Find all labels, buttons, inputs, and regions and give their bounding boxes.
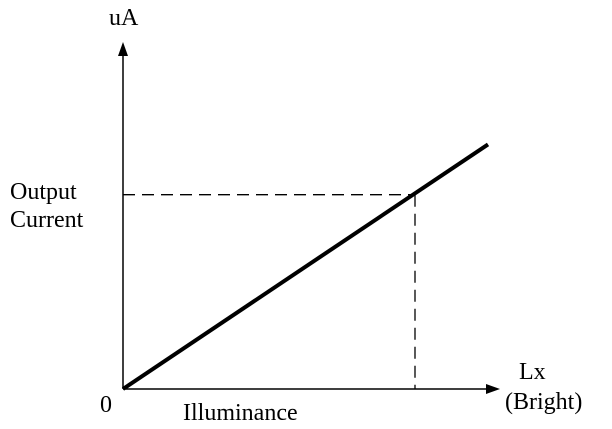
y-axis-label-line2: Current xyxy=(10,207,84,233)
x-unit-label-line2: (Bright) xyxy=(505,389,582,415)
origin-label: 0 xyxy=(100,392,112,418)
series-line-output-current xyxy=(121,142,490,391)
y-axis-label-line1: Output xyxy=(10,179,77,205)
x-axis-label: Illuminance xyxy=(183,400,298,426)
y-axis-arrowhead xyxy=(118,42,128,56)
x-unit-label-line1: Lx xyxy=(519,359,546,385)
x-axis-arrowhead xyxy=(486,384,500,394)
y-unit-label: uA xyxy=(109,5,139,31)
